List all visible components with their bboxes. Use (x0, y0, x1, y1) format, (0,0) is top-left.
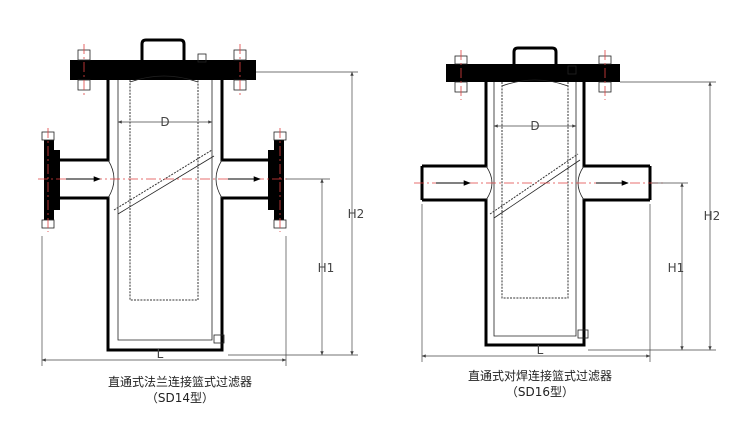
left-basket-top (129, 75, 199, 83)
left-inlet-flange (41, 128, 60, 232)
left-handle (140, 38, 186, 60)
right-body-inner (493, 82, 577, 337)
left-cover-bolt-left (77, 44, 91, 98)
left-vent-plug (197, 53, 207, 63)
right-basket-top (501, 79, 569, 87)
left-top-cover (70, 60, 256, 80)
right-vent-plug (567, 65, 577, 75)
left-dim-h1-label: H1 (318, 261, 335, 275)
right-dim-h1-label: H1 (668, 261, 685, 275)
right-dim-l-label: L (537, 343, 544, 357)
left-caption-model: （SD14型） (145, 391, 215, 405)
right-top-cover (446, 64, 620, 82)
right-cover-bolt-left (454, 50, 468, 100)
left-drain-plug (213, 334, 225, 344)
left-cover-bolt-right (233, 44, 247, 98)
right-drain-plug (577, 329, 589, 339)
left-caption-title: 直通式法兰连接篮式过滤器 (107, 375, 252, 389)
right-diagonal-screen (489, 153, 579, 215)
right-caption-model: （SD16型） (505, 385, 575, 399)
right-caption: 直通式对焊连接篮式过滤器 （SD16型） (430, 368, 650, 400)
left-filter-drawing: D H2 H1 L (38, 38, 365, 366)
right-filter-drawing: D H2 H1 L (414, 46, 721, 362)
right-dim-d-label: D (530, 119, 539, 133)
left-dim-d-label: D (160, 115, 169, 129)
right-handle (512, 46, 558, 64)
left-outlet-flange (268, 128, 287, 232)
right-dim-h2-label: H2 (704, 209, 721, 223)
left-dim-l-label: L (157, 347, 164, 361)
left-body-inner (117, 80, 213, 341)
left-caption: 直通式法兰连接篮式过滤器 （SD14型） (70, 374, 290, 406)
left-dim-h2-label: H2 (348, 207, 365, 221)
left-diagonal-screen (113, 149, 213, 211)
right-cover-bolt-right (598, 50, 612, 100)
right-caption-title: 直通式对焊连接篮式过滤器 (467, 369, 612, 383)
left-basket (129, 80, 199, 301)
